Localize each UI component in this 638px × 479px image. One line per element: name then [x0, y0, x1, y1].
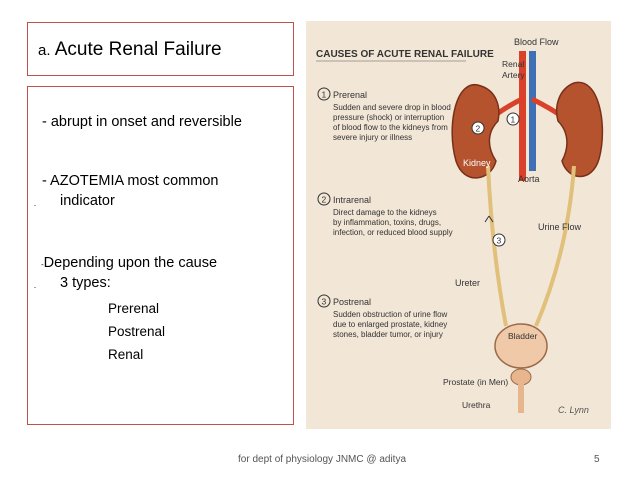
- type-item-postrenal: Postrenal: [108, 324, 166, 339]
- type-item-prerenal: Prerenal: [108, 301, 160, 316]
- cause-line: severe injury or illness: [333, 133, 412, 142]
- renal-failure-figure: CAUSES OF ACUTE RENAL FAILURE 1 Prerenal…: [306, 21, 611, 429]
- cause-number-marker: [317, 87, 331, 101]
- cause-line: Direct damage to the kidneys: [333, 208, 437, 217]
- figure-heading: CAUSES OF ACUTE RENAL FAILURE: [316, 49, 494, 60]
- cause-number: 3: [322, 297, 327, 307]
- bullet-onset: - abrupt in onset and reversible: [42, 114, 242, 130]
- kidney-right: [555, 81, 604, 178]
- label-kidney: Kidney: [463, 158, 491, 168]
- cause-line: pressure (shock) or interruption: [333, 113, 444, 122]
- cause-line: due to enlarged prostate, kidney: [333, 320, 447, 329]
- label-urine-flow: Urine Flow: [538, 222, 582, 232]
- bullet-marker: -: [34, 203, 36, 209]
- title-prefix: a.: [38, 42, 51, 59]
- diagram-marker: [471, 121, 485, 135]
- bullet-depending: -Depending upon the cause: [41, 255, 217, 271]
- label-ureter: Ureter: [455, 278, 480, 288]
- diagram-marker: [492, 233, 506, 247]
- label-renal-artery-1: Renal: [502, 59, 524, 69]
- cause-number: 1: [322, 90, 327, 100]
- urine-flow-arrow-icon: [484, 215, 494, 223]
- cause-line: of blood flow to the kidneys from: [333, 123, 448, 132]
- label-renal-artery-2: Artery: [502, 70, 525, 80]
- diagram-marker-number: 2: [476, 124, 481, 134]
- cause-line: Sudden and severe drop in blood: [333, 103, 451, 112]
- cause-number-marker: [317, 192, 331, 206]
- figure-illustration: CAUSES OF ACUTE RENAL FAILURE 1 Prerenal…: [306, 21, 611, 429]
- title-text: Acute Renal Failure: [54, 39, 222, 60]
- page-number: 5: [594, 454, 600, 465]
- diagram-marker-number: 1: [511, 115, 516, 125]
- cause-name: Prerenal: [333, 90, 367, 100]
- urethra: [518, 383, 524, 413]
- vena-cava-vessel: [529, 51, 536, 171]
- cause-line: by inflammation, toxins, drugs,: [333, 218, 441, 227]
- label-aorta: Aorta: [518, 174, 540, 184]
- bladder: [494, 323, 548, 369]
- bullet-azotemia-line1: - AZOTEMIA most common: [42, 173, 219, 189]
- diagram-marker: [506, 112, 520, 126]
- ureter-right: [534, 165, 576, 327]
- cause-number: 2: [322, 195, 327, 205]
- bullet-azotemia-line2: indicator: [60, 193, 115, 209]
- bullet-depending-text: Depending upon the cause: [43, 255, 218, 271]
- cause-name: Postrenal: [333, 297, 371, 307]
- slide-title: a. Acute Renal Failure: [38, 39, 222, 61]
- cause-line: Sudden obstruction of urine flow: [333, 310, 448, 319]
- bullet-marker: -: [34, 285, 36, 291]
- content-box: - abrupt in onset and reversible - AZOTE…: [27, 86, 294, 425]
- prostate: [510, 368, 532, 386]
- cause-name: Intrarenal: [333, 195, 371, 205]
- ureter-left: [486, 165, 508, 327]
- artist-signature: C. Lynn: [558, 405, 589, 415]
- type-item-renal: Renal: [108, 347, 144, 362]
- label-blood-flow: Blood Flow: [514, 37, 559, 47]
- bullet-types: 3 types:: [60, 275, 111, 291]
- aorta-vessel: [519, 51, 526, 181]
- label-prostate: Prostate (in Men): [443, 377, 508, 387]
- cause-number-marker: [317, 294, 331, 308]
- diagram-marker-number: 3: [497, 236, 502, 246]
- title-box: a. Acute Renal Failure: [27, 22, 294, 76]
- figure-background: [306, 21, 611, 429]
- bullet-depending-dash: -: [41, 260, 44, 269]
- label-urethra: Urethra: [462, 400, 491, 410]
- footer-text: for dept of physiology JNMC @ aditya: [238, 454, 407, 465]
- label-bladder: Bladder: [508, 331, 537, 341]
- cause-line: stones, bladder tumor, or injury: [333, 330, 443, 339]
- cause-line: infection, or reduced blood supply: [333, 228, 453, 237]
